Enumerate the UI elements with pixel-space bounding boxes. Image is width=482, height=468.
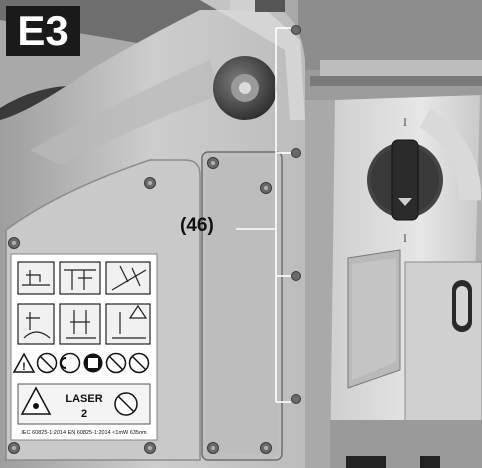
figure-label: E3 bbox=[6, 6, 80, 56]
laser-hazard-icon bbox=[20, 386, 52, 415]
laser-standards: IEC 60825-1:2014 EN 60825-1:2014 <1mW 63… bbox=[21, 430, 147, 436]
switch-arc bbox=[419, 108, 482, 201]
warning-label: ! LASER 2 IEC 60825-1:2014 EN 60825-1:20… bbox=[10, 253, 158, 441]
plate-screws bbox=[8, 157, 272, 454]
magnet-icon bbox=[59, 352, 81, 374]
switch-arrow-icon bbox=[398, 198, 412, 206]
pictogram-setup-1 bbox=[17, 261, 55, 295]
safety-icons: ! bbox=[12, 352, 150, 374]
pictogram-operation-3 bbox=[105, 303, 151, 345]
svg-text:!: ! bbox=[22, 361, 26, 373]
switch-mark-bottom: I bbox=[403, 231, 407, 245]
laser-title: LASER bbox=[65, 393, 102, 405]
switch-lever bbox=[391, 139, 419, 221]
pictogram-operation-2 bbox=[59, 303, 101, 345]
callout-label: (46) bbox=[180, 215, 214, 236]
warning-triangle-icon bbox=[12, 352, 36, 373]
switch-mark-top: I bbox=[403, 115, 407, 129]
laser-class: 2 bbox=[81, 408, 87, 420]
column-screws bbox=[291, 25, 301, 404]
pictogram-operation-1 bbox=[17, 303, 55, 345]
callout-bracket bbox=[236, 27, 291, 403]
column-top bbox=[298, 0, 482, 70]
